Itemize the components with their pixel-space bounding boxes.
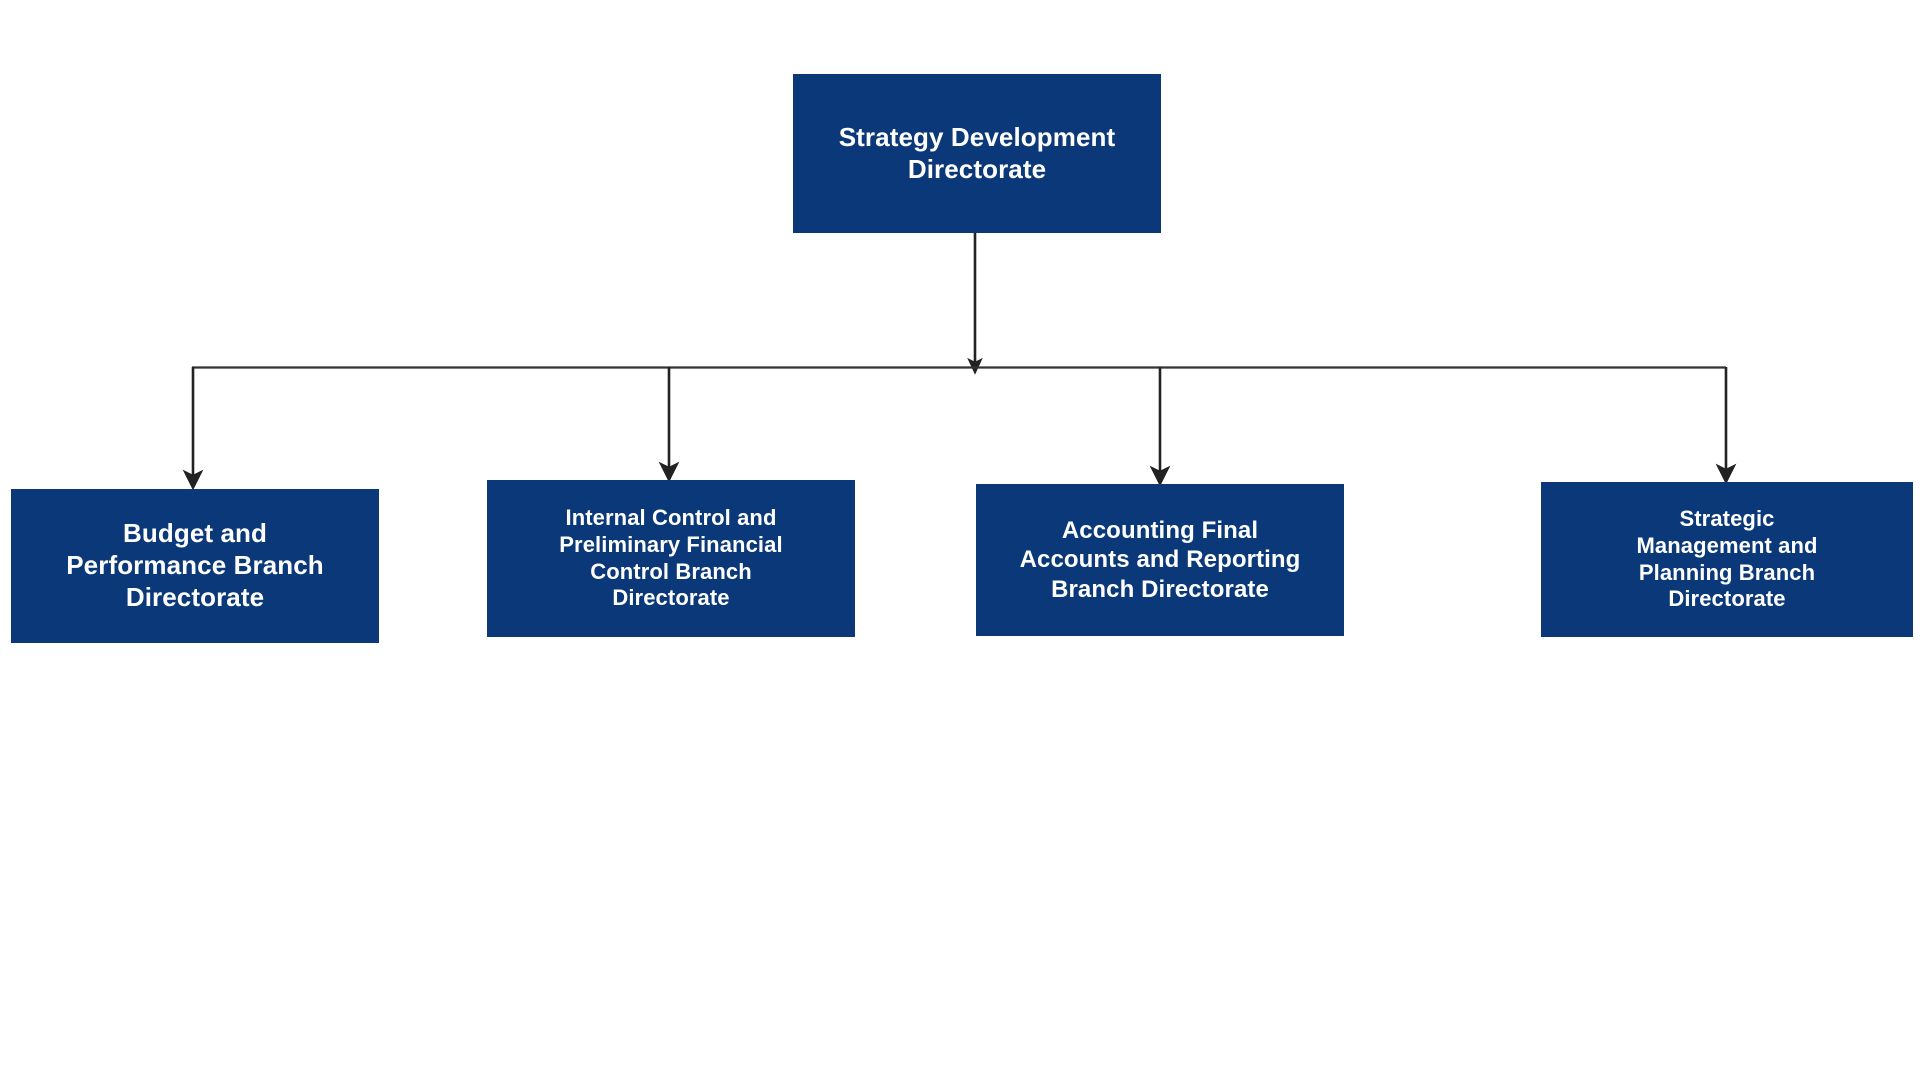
node-label: Accounting Final Accounts and Reporting … — [1019, 517, 1301, 603]
node-strategic-management-and-planning-branch-directorate[interactable]: Strategic Management and Planning Branch… — [1541, 482, 1913, 637]
node-label: Strategy Development Directorate — [838, 121, 1116, 184]
node-internal-control-and-preliminary-financial-control-branch-directorate[interactable]: Internal Control and Preliminary Financi… — [487, 480, 855, 637]
node-label: Strategic Management and Planning Branch… — [1636, 505, 1818, 612]
node-budget-and-performance-branch-directorate[interactable]: Budget and Performance Branch Directorat… — [11, 489, 379, 643]
node-strategy-development-directorate[interactable]: Strategy Development Directorate — [793, 74, 1161, 233]
node-label: Internal Control and Preliminary Financi… — [559, 504, 783, 611]
node-label: Budget and Performance Branch Directorat… — [66, 518, 324, 612]
node-accounting-final-accounts-and-reporting-branch-directorate[interactable]: Accounting Final Accounts and Reporting … — [976, 484, 1344, 636]
